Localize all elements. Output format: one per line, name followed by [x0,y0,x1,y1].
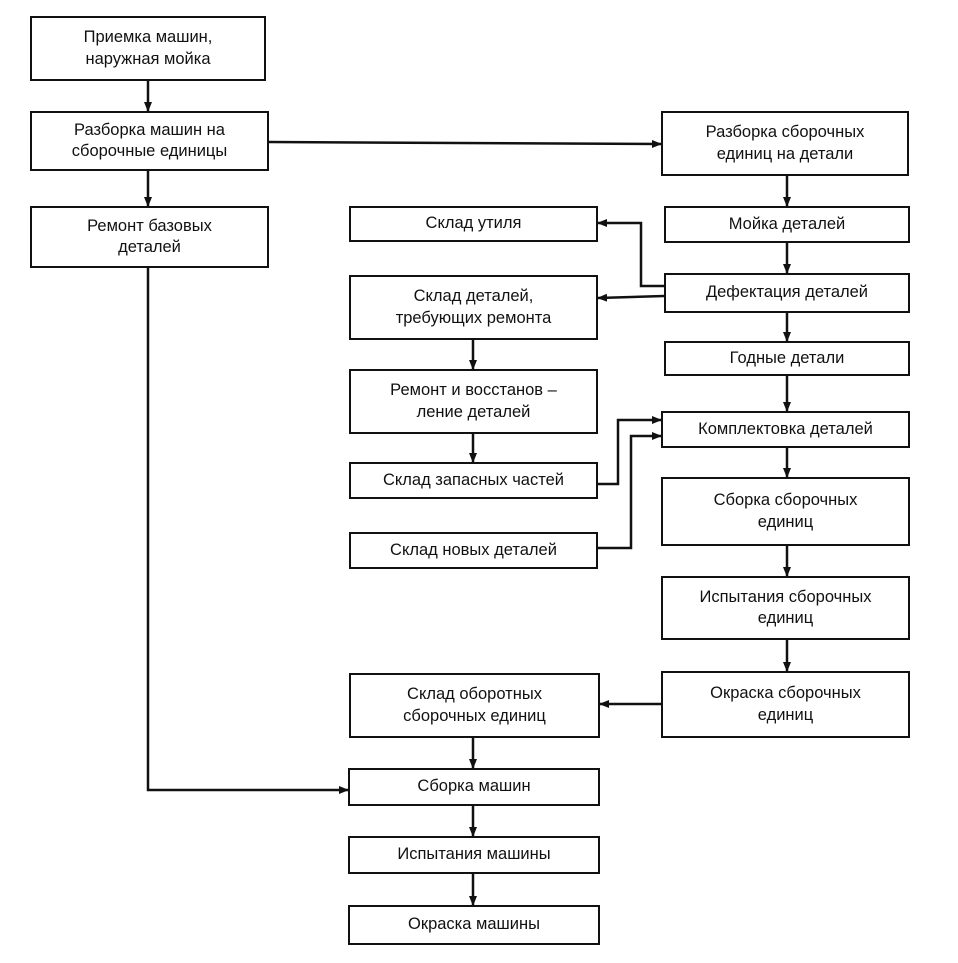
node-label: Ремонт базовых деталей [87,216,212,256]
node-label: Склад деталей, требующих ремонта [395,287,552,327]
node-revolving-store: Склад оборотных сборочных единиц [349,673,600,738]
node-machine-testing: Испытания машины [348,836,600,874]
node-unit-painting: Окраска сборочных единиц [661,671,910,738]
node-label: Окраска машины [408,915,540,934]
arrow-new-parts-to-kitting [598,432,662,550]
arrow-disassembly-to-unit-disassembly [268,139,662,148]
node-new-parts-store: Склад новых деталей [349,532,598,569]
node-unit-testing: Испытания сборочных единиц [661,576,910,640]
node-disassembly-machines: Разборка машин на сборочные единицы [30,111,269,171]
node-label: Склад утиля [425,214,522,233]
node-label: Ремонт и восстанов – ление деталей [390,381,557,421]
node-label: Годные детали [729,348,845,367]
node-label: Окраска сборочных единиц [710,684,861,724]
node-label: Сборка сборочных единиц [713,491,858,531]
node-spares-store: Склад запасных частей [349,462,598,499]
node-defect: Дефектация деталей [664,273,910,313]
arrow-defect-to-scrap [597,219,664,288]
node-scrap-store: Склад утиля [349,206,598,242]
node-label: Мойка деталей [728,214,846,233]
arrow-base-repair-to-machine-assembly [146,268,349,794]
node-label: Склад оборотных сборочных единиц [403,685,546,725]
node-label: Разборка машин на сборочные единицы [71,120,228,160]
node-disassembly-units: Разборка сборочных единиц на детали [661,111,909,176]
node-machine-assembly: Сборка машин [348,768,600,806]
arrow-spares-to-kitting [598,416,662,486]
node-base-repair: Ремонт базовых деталей [30,206,269,268]
node-label: Испытания сборочных единиц [699,587,872,627]
node-unit-assembly: Сборка сборочных единиц [661,477,910,546]
node-label: Комплектовка деталей [698,419,873,438]
node-repair-store: Склад деталей, требующих ремонта [349,275,598,340]
node-reception: Приемка машин, наружная мойка [30,16,266,81]
node-label: Склад новых деталей [390,540,557,559]
node-label: Испытания машины [397,845,551,864]
node-label: Приемка машин, наружная мойка [83,28,213,68]
node-label: Склад запасных частей [382,470,565,489]
node-washing: Мойка деталей [664,206,910,243]
node-label: Сборка машин [417,777,531,796]
node-label: Дефектация деталей [705,283,869,302]
node-machine-painting: Окраска машины [348,905,600,945]
arrow-defect-to-repair-store [597,293,665,302]
node-kitting: Комплектовка деталей [661,411,910,448]
node-restore: Ремонт и восстанов – ление деталей [349,369,598,434]
node-good-parts: Годные детали [664,341,910,376]
node-label: Разборка сборочных единиц на детали [705,123,865,163]
